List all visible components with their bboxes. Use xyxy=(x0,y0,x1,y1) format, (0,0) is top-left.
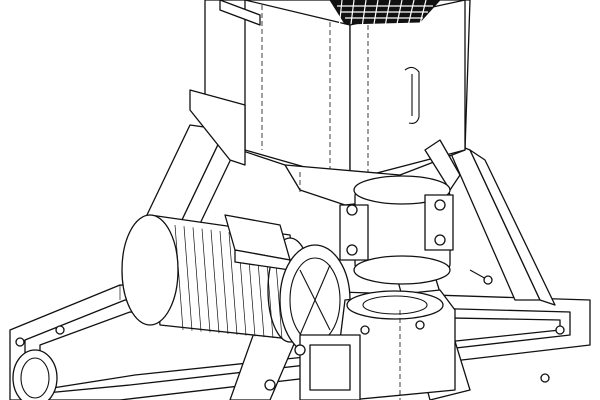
motor-fin xyxy=(228,232,238,335)
motor-fin xyxy=(210,229,220,334)
hopper-handle xyxy=(404,66,420,124)
motor-fin xyxy=(192,227,202,332)
pellet-press-head xyxy=(339,175,493,285)
hopper xyxy=(189,0,471,206)
motor-fin xyxy=(174,224,184,331)
grid-bar xyxy=(338,0,343,25)
motor-fin xyxy=(183,226,193,331)
motor-fin xyxy=(219,230,229,335)
hopper-grid xyxy=(329,0,441,25)
electric-motor xyxy=(121,214,351,356)
gearbox xyxy=(264,289,456,400)
motor-fin xyxy=(201,228,211,333)
